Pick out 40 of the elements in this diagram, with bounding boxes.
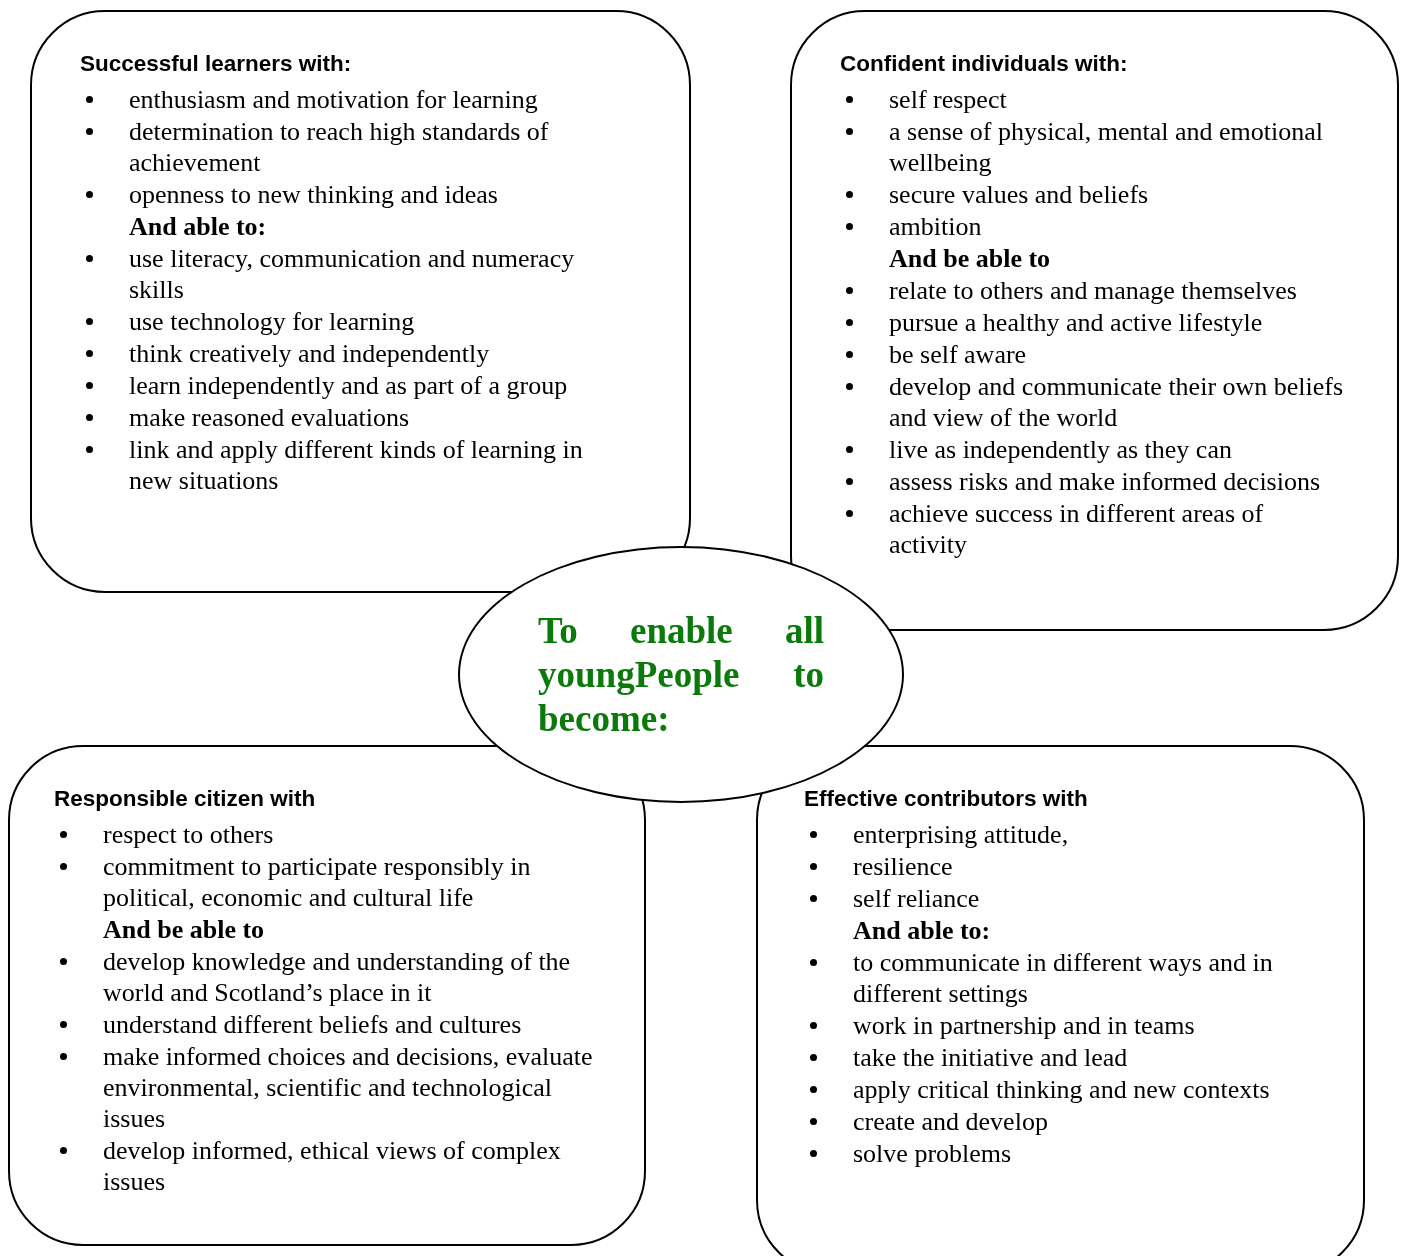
rounded-box bbox=[756, 745, 1365, 1256]
box-heading: Effective contributors with bbox=[804, 785, 1089, 813]
bullet-item: work in partnership and in teams bbox=[853, 1010, 1196, 1041]
rounded-box bbox=[30, 10, 691, 593]
box-heading: Confident individuals with: bbox=[840, 50, 1129, 78]
bullet-item: pursue a healthy and active lifestyle bbox=[889, 307, 1264, 338]
central-statement: To enable all youngPeople to become: bbox=[538, 608, 824, 741]
bullet-item: create and develop bbox=[853, 1106, 1049, 1137]
bullet-item: apply critical thinking and new contexts bbox=[853, 1074, 1271, 1105]
rounded-box bbox=[8, 745, 646, 1246]
bullet-item: enthusiasm and motivation for learning bbox=[129, 84, 539, 115]
bullet-item: secure values and beliefs bbox=[889, 179, 1150, 210]
bullet-item: live as independently as they can bbox=[889, 434, 1233, 465]
bullet-item: link and apply different kinds of learning in new situations bbox=[129, 434, 584, 496]
bullet-item: respect to others bbox=[103, 819, 275, 850]
bullet-item: be self aware bbox=[889, 339, 1028, 370]
bullet-item: solve problems bbox=[853, 1138, 1013, 1169]
subheading: And be able to bbox=[888, 243, 1052, 274]
box-heading: Successful learners with: bbox=[80, 50, 353, 78]
bullet-item: use technology for learning bbox=[129, 306, 416, 337]
bullet-item: develop informed, ethical views of complex issues bbox=[103, 1135, 562, 1197]
bullet-item: enterprising attitude, bbox=[853, 819, 1070, 850]
subheading: And able to: bbox=[852, 915, 992, 946]
bullet-item: openness to new thinking and ideas bbox=[129, 179, 499, 210]
bullet-item: think creatively and independently bbox=[129, 338, 491, 369]
bullet-item: self respect bbox=[889, 84, 1008, 115]
bullet-item: relate to others and manage themselves bbox=[889, 275, 1298, 306]
bullet-item: make reasoned evaluations bbox=[129, 402, 411, 433]
bullet-item: take the initiative and lead bbox=[853, 1042, 1129, 1073]
bullet-item: assess risks and make informed decisions bbox=[889, 466, 1322, 497]
box-heading: Responsible citizen with bbox=[54, 785, 317, 813]
bullet-item: commitment to participate responsibly in political, economic and cultural life bbox=[103, 851, 532, 913]
bullet-item: learn independently and as part of a group bbox=[129, 370, 569, 401]
bullet-item: ambition bbox=[889, 211, 983, 242]
bullet-item: understand different beliefs and cultures bbox=[103, 1009, 523, 1040]
subheading: And be able to bbox=[102, 914, 266, 945]
bullet-item: achieve success in different areas of activity bbox=[889, 498, 1265, 560]
bullet-item: self reliance bbox=[853, 883, 981, 914]
bullet-item: resilience bbox=[853, 851, 954, 882]
subheading: And able to: bbox=[128, 211, 268, 242]
